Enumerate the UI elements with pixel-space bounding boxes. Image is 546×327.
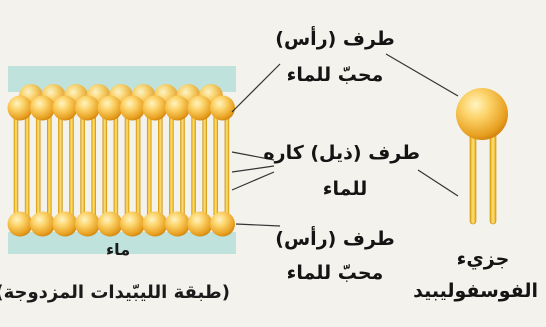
lipid-tail — [203, 112, 207, 222]
lipid-head-top — [165, 96, 190, 121]
lipid-tail — [36, 112, 40, 222]
lipid-head-bottom — [75, 212, 100, 237]
lipid-tail — [181, 112, 185, 222]
lipid-tail — [136, 112, 140, 222]
lipid-head-top — [188, 96, 213, 121]
lipid-head-bottom — [120, 212, 145, 237]
lipid-tail — [47, 112, 51, 222]
label-head-top-line1: طرف (رأس) — [268, 26, 402, 52]
leader-tail-3 — [232, 172, 274, 190]
lipid-head-bottom — [210, 212, 235, 237]
lipid-head-top — [30, 96, 55, 121]
lipid-tails — [14, 112, 229, 222]
lipid-head-bottom — [98, 212, 123, 237]
lipid-tail — [114, 112, 118, 222]
lipid-tail — [14, 112, 18, 222]
lipid-tail — [92, 112, 96, 222]
label-molecule: جزيء الفوسفوليبيد — [428, 246, 538, 304]
lipid-tail — [125, 112, 129, 222]
lipid-head-top — [210, 96, 235, 121]
label-bilayer-caption: (طبقة الليبّيدات المزدوجة) — [18, 282, 230, 303]
lipid-head-top — [143, 96, 168, 121]
lipid-head-bottom — [30, 212, 55, 237]
lipid-tail — [147, 112, 151, 222]
label-water: ماء — [106, 240, 130, 259]
lipid-tail — [58, 112, 62, 222]
lipid-tail — [25, 112, 29, 222]
lipid-tail — [214, 112, 218, 222]
lipid-tail — [169, 112, 173, 222]
label-tail-line2: للماء — [270, 176, 420, 202]
label-tail-line1: طرف (ذيل) كاره — [270, 140, 420, 166]
lipid-tail — [192, 112, 196, 222]
lipid-head-bottom — [8, 212, 33, 237]
lipid-head-bottom — [53, 212, 78, 237]
lipid-tail — [103, 112, 107, 222]
label-head-top-line2: محبّ للماء — [268, 62, 402, 88]
lipid-head-bottom — [188, 212, 213, 237]
lipid-head-top — [8, 96, 33, 121]
molecule-head — [456, 88, 508, 140]
leader-tail-2 — [232, 166, 274, 172]
label-tail: طرف (ذيل) كاره للماء — [270, 140, 420, 202]
label-head-bottom-line2: محبّ للماء — [268, 260, 402, 286]
lipid-head-top — [53, 96, 78, 121]
lipid-head-top — [120, 96, 145, 121]
lipid-head-bottom — [143, 212, 168, 237]
lipid-head-top — [98, 96, 123, 121]
lipid-tail — [225, 112, 229, 222]
leader-molecule-tail — [418, 170, 458, 196]
lipid-head-top — [75, 96, 100, 121]
lipid-tail — [158, 112, 162, 222]
lipid-head-bottom — [165, 212, 190, 237]
phospholipid-molecule — [456, 88, 508, 224]
label-molecule-line1: جزيء — [428, 246, 538, 272]
label-molecule-line2: الفوسفوليبيد — [428, 278, 538, 304]
label-head-bottom: طرف (رأس) محبّ للماء — [268, 226, 402, 286]
lipid-tail — [70, 112, 74, 222]
label-head-bottom-line1: طرف (رأس) — [268, 226, 402, 252]
lipid-tail — [81, 112, 85, 222]
label-head-top: طرف (رأس) محبّ للماء — [268, 26, 402, 88]
